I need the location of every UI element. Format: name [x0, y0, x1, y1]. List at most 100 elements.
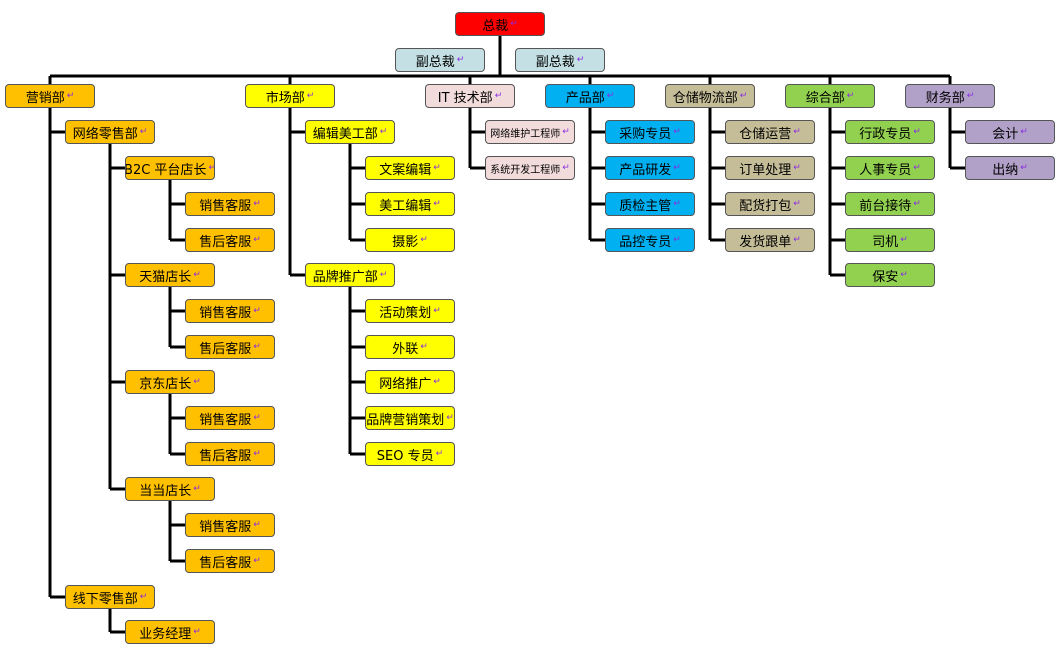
- node-dd-sales: 销售客服↵: [185, 513, 275, 537]
- return-mark-icon: ↵: [193, 484, 201, 494]
- node-cashier: 出纳↵: [965, 156, 1055, 180]
- node-sys-dev: 系统开发工程师↵: [485, 156, 575, 180]
- return-mark-icon: ↵: [673, 127, 681, 137]
- node-label: 编辑美工部: [312, 126, 378, 142]
- node-label: 人事专员: [859, 162, 912, 178]
- node-label: 行政专员: [859, 126, 912, 142]
- node-label: SEO 专员: [376, 448, 434, 464]
- return-mark-icon: ↵: [420, 235, 428, 245]
- return-mark-icon: ↵: [193, 270, 201, 280]
- node-label: 销售客服: [199, 305, 252, 321]
- node-finance: 财务部↵: [905, 84, 995, 108]
- node-label: 品牌推广部: [312, 269, 378, 285]
- node-tmall-sales: 销售客服↵: [185, 299, 275, 323]
- node-shipping: 发货跟单↵: [725, 228, 815, 252]
- node-label: 售后客服: [199, 341, 252, 357]
- return-mark-icon: ↵: [793, 199, 801, 209]
- node-label: B2C 平台店长: [125, 162, 207, 178]
- node-jd-after: 售后客服↵: [185, 442, 275, 466]
- node-label: 文案编辑: [379, 162, 432, 178]
- return-mark-icon: ↵: [913, 127, 921, 137]
- return-mark-icon: ↵: [139, 127, 148, 137]
- return-mark-icon: ↵: [562, 163, 570, 173]
- node-admin: 行政专员↵: [845, 120, 935, 144]
- node-b2c-sales: 销售客服↵: [185, 192, 275, 216]
- return-mark-icon: ↵: [576, 55, 585, 65]
- node-label: 网络零售部: [72, 126, 138, 142]
- return-mark-icon: ↵: [913, 163, 921, 173]
- return-mark-icon: ↵: [253, 556, 261, 566]
- return-mark-icon: ↵: [379, 270, 388, 280]
- node-orders: 订单处理↵: [725, 156, 815, 180]
- return-mark-icon: ↵: [253, 306, 261, 316]
- return-mark-icon: ↵: [253, 342, 261, 352]
- node-jd: 京东店长↵: [125, 370, 215, 394]
- return-mark-icon: ↵: [253, 413, 261, 423]
- return-mark-icon: ↵: [739, 91, 748, 101]
- node-b2c-after: 售后客服↵: [185, 228, 275, 252]
- node-label: 业务经理: [139, 626, 192, 642]
- return-mark-icon: ↵: [673, 235, 681, 245]
- node-label: 外联: [392, 341, 419, 357]
- node-offline-retail: 线下零售部↵: [65, 585, 155, 609]
- return-mark-icon: ↵: [433, 199, 441, 209]
- return-mark-icon: ↵: [846, 91, 855, 101]
- node-label: 前台接待: [859, 198, 912, 214]
- node-label: 司机: [872, 234, 899, 250]
- node-dd-after: 售后客服↵: [185, 549, 275, 573]
- return-mark-icon: ↵: [208, 163, 214, 173]
- return-mark-icon: ↵: [253, 520, 261, 530]
- node-general: 综合部↵: [785, 84, 875, 108]
- node-qc: 质检主管↵: [605, 192, 695, 216]
- node-label: 销售客服: [199, 519, 252, 535]
- node-label: 综合部: [805, 90, 845, 106]
- return-mark-icon: ↵: [66, 91, 75, 101]
- node-label: 品控专员: [619, 234, 672, 250]
- return-mark-icon: ↵: [433, 306, 441, 316]
- node-biz-manager: 业务经理↵: [125, 620, 215, 644]
- node-label: 摄影: [392, 234, 419, 250]
- return-mark-icon: ↵: [420, 342, 428, 352]
- return-mark-icon: ↵: [673, 163, 681, 173]
- node-editing: 编辑美工部↵: [305, 120, 395, 144]
- node-tmall: 天猫店长↵: [125, 263, 215, 287]
- node-marketing-sales: 营销部↵: [5, 84, 95, 108]
- node-packing: 配货打包↵: [725, 192, 815, 216]
- return-mark-icon: ↵: [900, 270, 908, 280]
- return-mark-icon: ↵: [193, 377, 201, 387]
- node-photo: 摄影↵: [365, 228, 455, 252]
- node-tmall-after: 售后客服↵: [185, 335, 275, 359]
- return-mark-icon: ↵: [446, 413, 454, 423]
- node-ceo: 总裁↵: [455, 12, 545, 36]
- node-hr: 人事专员↵: [845, 156, 935, 180]
- node-label: 副总裁: [535, 54, 575, 70]
- return-mark-icon: ↵: [606, 91, 615, 101]
- node-label: 仓储运营: [739, 126, 792, 142]
- node-dangdang: 当当店长↵: [125, 477, 215, 501]
- return-mark-icon: ↵: [306, 91, 315, 101]
- node-label: 销售客服: [199, 412, 252, 428]
- return-mark-icon: ↵: [1020, 127, 1028, 137]
- return-mark-icon: ↵: [913, 199, 921, 209]
- node-label: 天猫店长: [139, 269, 192, 285]
- node-copywriting: 文案编辑↵: [365, 156, 455, 180]
- node-label: IT 技术部: [437, 90, 493, 106]
- node-security: 保安↵: [845, 263, 935, 287]
- node-driver: 司机↵: [845, 228, 935, 252]
- node-label: 系统开发工程师: [490, 164, 561, 176]
- return-mark-icon: ↵: [253, 235, 261, 245]
- node-label: 售后客服: [199, 448, 252, 464]
- node-label: 产品研发: [619, 162, 672, 178]
- node-seo: SEO 专员↵: [365, 442, 455, 466]
- node-label: 网络维护工程师: [490, 128, 561, 140]
- node-quality-ctrl: 品控专员↵: [605, 228, 695, 252]
- node-label: 市场部: [265, 90, 305, 106]
- return-mark-icon: ↵: [900, 235, 908, 245]
- node-activity: 活动策划↵: [365, 299, 455, 323]
- node-label: 销售客服: [199, 198, 252, 214]
- node-product: 产品部↵: [545, 84, 635, 108]
- node-label: 售后客服: [199, 234, 252, 250]
- node-label: 会计: [992, 126, 1019, 142]
- node-b2c: B2C 平台店长↵: [125, 156, 215, 180]
